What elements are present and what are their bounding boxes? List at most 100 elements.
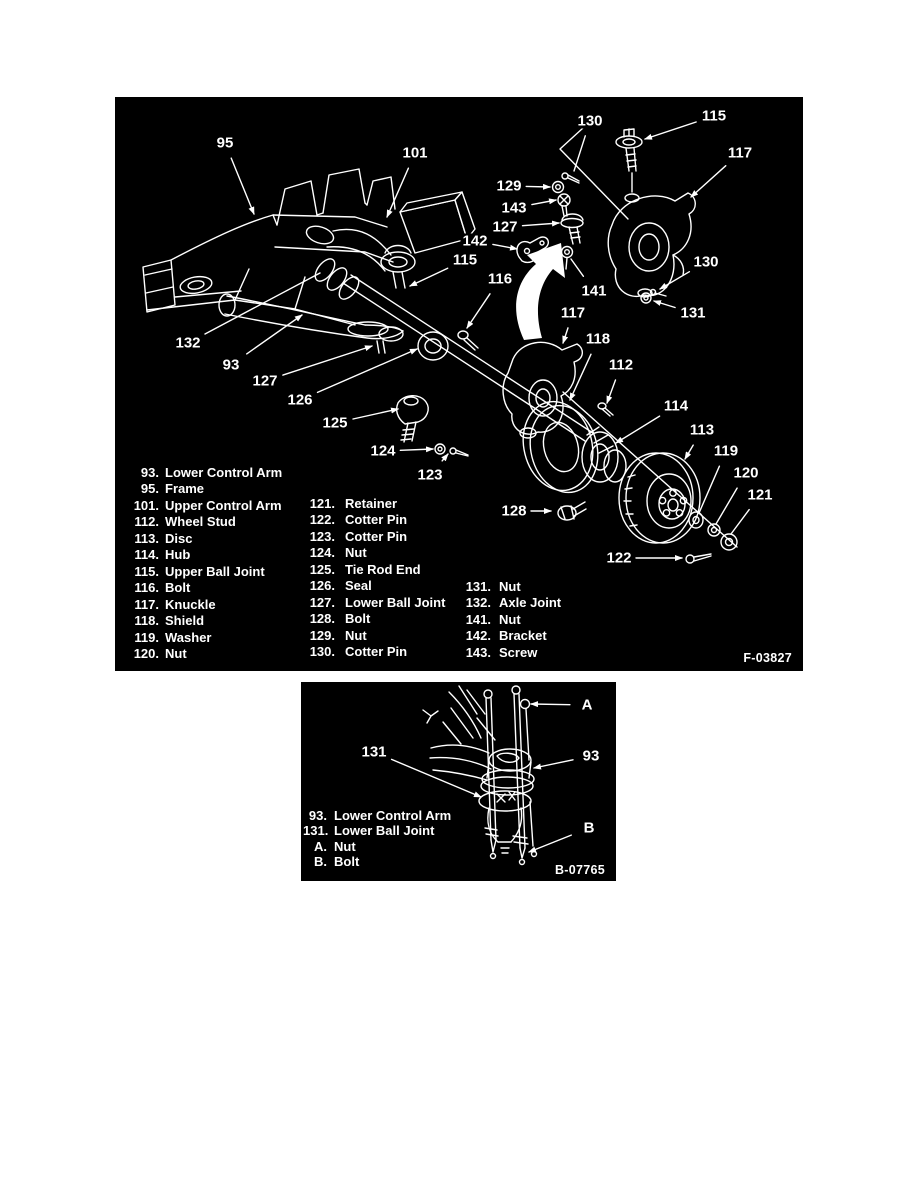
callout-label: 123 bbox=[415, 466, 445, 484]
callout-label: 128 bbox=[499, 502, 529, 520]
legend-part-name: Hub bbox=[165, 547, 191, 563]
legend-row: 132. Axle Joint bbox=[457, 595, 561, 611]
legend-part-number: 132. bbox=[465, 595, 491, 611]
knuckle-center-art bbox=[502, 341, 583, 439]
legend-part-number: 120. bbox=[133, 645, 159, 661]
callout-label: 93 bbox=[580, 747, 602, 765]
callout-label: A bbox=[579, 696, 595, 714]
leader-line bbox=[316, 348, 418, 394]
callout-label: 126 bbox=[285, 391, 315, 409]
callout-label: 130 bbox=[575, 112, 605, 130]
legend-row: 124. Nut bbox=[305, 545, 445, 561]
figure1-legend-column-3: 131. Nut 132. Axle Joint 141. Nut 142. B… bbox=[457, 579, 561, 661]
legend-part-name: Washer bbox=[165, 629, 212, 645]
frame-hatch-art bbox=[422, 685, 496, 745]
legend-part-name: Knuckle bbox=[165, 596, 216, 612]
legend-row: A. Nut bbox=[303, 839, 451, 854]
legend-part-name: Bolt bbox=[345, 611, 371, 627]
legend-part-name: Frame bbox=[165, 481, 205, 497]
callout-label: 129 bbox=[494, 177, 524, 195]
small-fasteners-right-art bbox=[685, 511, 738, 564]
leader-line bbox=[570, 258, 585, 278]
legend-row: 119. Washer bbox=[131, 630, 282, 646]
frame-art bbox=[142, 168, 396, 326]
legend-row: 101. Upper Control Arm bbox=[131, 498, 282, 514]
callout-label: B bbox=[581, 819, 597, 837]
legend-part-name: Tie Rod End bbox=[345, 561, 421, 577]
leader-line bbox=[698, 465, 721, 514]
legend-row: 123. Cotter Pin bbox=[305, 529, 445, 545]
lower-control-arm-art bbox=[218, 293, 404, 354]
legend-part-name: Lower Ball Joint bbox=[345, 594, 446, 610]
upper-ball-joint-art bbox=[615, 128, 643, 193]
legend-row: 112. Wheel Stud bbox=[131, 514, 282, 530]
callout-label: 116 bbox=[485, 270, 515, 288]
legend-part-name: Nut bbox=[334, 838, 356, 854]
leader-line bbox=[441, 453, 449, 462]
legend-part-name: Lower Ball Joint bbox=[334, 823, 435, 839]
legend-part-number: 93. bbox=[308, 808, 327, 823]
figure1-legend-column-1: 93. Lower Control Arm 95. Frame 101. Upp… bbox=[131, 465, 283, 662]
legend-row: 115. Upper Ball Joint bbox=[131, 564, 282, 580]
callout-label: 125 bbox=[320, 414, 350, 432]
leader-line bbox=[399, 446, 434, 453]
ball-joint-housing-art bbox=[478, 748, 535, 854]
leader-line bbox=[715, 487, 738, 525]
bolt-116-art bbox=[457, 330, 479, 351]
leader-line bbox=[606, 379, 617, 404]
leader-line bbox=[569, 353, 592, 401]
legend-part-number: 128. bbox=[309, 611, 335, 627]
legend-part-name: Cotter Pin bbox=[345, 644, 408, 660]
leader-line bbox=[530, 701, 571, 708]
callout-label: 115 bbox=[450, 251, 480, 269]
assembly-axis-line bbox=[562, 391, 738, 548]
figure1-id: F-03827 bbox=[743, 651, 792, 665]
ball-joint-bolts-art bbox=[483, 685, 538, 866]
leader-line bbox=[573, 135, 586, 172]
knuckle-upper-art bbox=[607, 192, 696, 298]
leader-line bbox=[533, 759, 574, 770]
callout-label: 95 bbox=[214, 134, 236, 152]
legend-part-number: 121. bbox=[309, 496, 335, 511]
callout-label: 114 bbox=[661, 397, 691, 415]
callout-label: 117 bbox=[725, 144, 755, 162]
callout-label: 121 bbox=[745, 486, 775, 504]
bracket-142-art bbox=[516, 236, 549, 264]
leader-line bbox=[409, 267, 449, 287]
legend-part-name: Wheel Stud bbox=[165, 514, 236, 530]
leader-line bbox=[690, 164, 727, 198]
leader-line bbox=[386, 167, 410, 218]
legend-part-name: Upper Ball Joint bbox=[165, 563, 265, 579]
legend-row: 93. Lower Control Arm bbox=[303, 808, 451, 823]
figure-front-suspension-exploded: 95 101 130 115 117 129 143 127 142 115 1… bbox=[115, 97, 803, 671]
legend-part-number: 119. bbox=[134, 629, 159, 645]
legend-row: 131. Nut bbox=[457, 579, 561, 595]
callout-label: 131 bbox=[678, 304, 708, 322]
legend-row: 126. Seal bbox=[305, 578, 445, 594]
legend-row: 125. Tie Rod End bbox=[305, 562, 445, 578]
legend-part-number: 118. bbox=[134, 613, 159, 629]
callout-label: 142 bbox=[460, 232, 490, 250]
legend-row: 128. Bolt bbox=[305, 611, 445, 627]
figure1-legend-column-2: 121. Retainer 122. Cotter Pin 123. Cotte… bbox=[305, 496, 446, 661]
legend-part-name: Screw bbox=[499, 644, 538, 660]
legend-part-name: Bolt bbox=[334, 854, 360, 870]
legend-row: 141. Nut bbox=[457, 612, 561, 628]
callout-label: 112 bbox=[606, 356, 636, 374]
leader-line bbox=[562, 327, 569, 344]
legend-row: B. Bolt bbox=[303, 854, 451, 869]
legend-part-number: 142. bbox=[465, 628, 491, 644]
legend-part-name: Retainer bbox=[345, 496, 398, 511]
callout-label: 127 bbox=[250, 372, 280, 390]
callout-label: 127 bbox=[490, 218, 520, 236]
leader-line bbox=[466, 293, 491, 329]
leader-line bbox=[653, 300, 676, 309]
leader-line bbox=[521, 220, 560, 227]
legend-part-number: 101. bbox=[133, 497, 159, 513]
legend-part-number: 117. bbox=[134, 596, 159, 612]
leader-line bbox=[245, 314, 303, 355]
legend-part-name: Nut bbox=[499, 579, 521, 594]
callout-label: 117 bbox=[558, 304, 588, 322]
figure2-id: B-07765 bbox=[554, 863, 605, 877]
legend-part-number: 125. bbox=[309, 561, 335, 577]
